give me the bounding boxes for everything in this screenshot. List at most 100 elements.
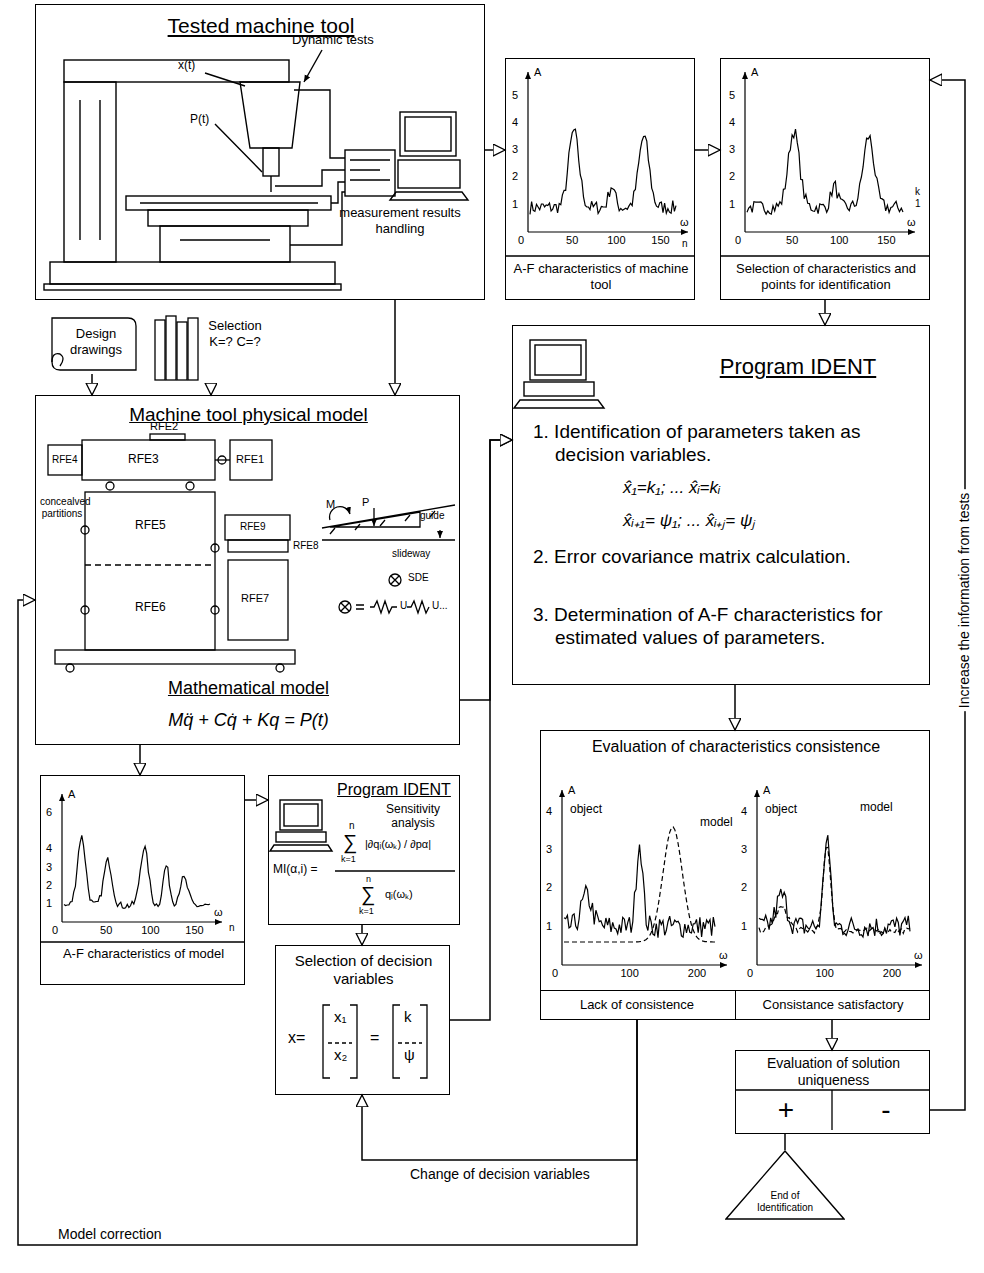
connector — [394, 300, 396, 395]
program-box-text: 1. Identification of parameters taken as… — [533, 421, 918, 467]
program-box-text: n — [349, 820, 355, 832]
axis-label: 4 — [729, 116, 735, 129]
axis-label: 3 — [741, 843, 747, 856]
connector — [91, 374, 93, 395]
axis-label: 1 — [546, 920, 552, 933]
physical-model — [81, 526, 89, 534]
physical-model — [391, 576, 399, 584]
connector — [361, 925, 363, 945]
milling-machine — [64, 60, 289, 82]
physical-model — [48, 445, 82, 475]
program-box-text: x̂ᵢ₊₁= ψ₁; ... x̂ᵢ₊ⱼ= ψⱼ — [623, 511, 913, 531]
axis-label: 2 — [512, 170, 518, 183]
edge-label: Model correction — [55, 1226, 165, 1243]
test-panel-text: Tested machine tool — [36, 13, 486, 38]
uniqueness-box-text: + — [774, 1093, 798, 1127]
axis-label: A — [568, 784, 575, 797]
computer-icon — [405, 117, 451, 151]
axis-label: 1 — [729, 198, 735, 211]
part-label: RFE9 — [240, 521, 266, 533]
axis-label: 3 — [512, 143, 518, 156]
chart-box: A-F characteristics of machine tool — [505, 58, 695, 300]
axis-label: object — [570, 802, 602, 816]
chart-curve — [564, 827, 715, 942]
decision-box-text: x₂ — [334, 1046, 347, 1064]
program-box-text: ∑ — [343, 830, 357, 854]
milling-machine — [44, 50, 345, 290]
program-box-text: qᵢ(ωₖ) — [385, 888, 413, 901]
axis-label: 5 — [729, 89, 735, 102]
connector — [831, 1020, 833, 1051]
end-triangle: End of Identification — [725, 1150, 845, 1220]
computer-icon — [350, 160, 390, 180]
axis-label: 2 — [546, 881, 552, 894]
decision-box-text: x₁ — [334, 1008, 347, 1026]
model-panel: Machine tool physical modelMathematical … — [35, 395, 460, 745]
axis-label: 3 — [546, 843, 552, 856]
part-label: RFE8 — [293, 540, 319, 552]
milling-machine — [148, 210, 308, 226]
axis-label: 4 — [546, 805, 552, 818]
physical-model — [48, 434, 455, 672]
part-label: SDE — [408, 572, 429, 584]
axis-label: ω — [914, 949, 923, 962]
physical-model — [225, 515, 290, 540]
axis-label: 100 — [620, 967, 638, 980]
decision-box: Selection of decision variablesx=x₁x₂=kψ — [275, 945, 450, 1095]
model-panel-text: Mathematical model — [36, 678, 461, 700]
axis-label: 200 — [883, 967, 901, 980]
uniqueness-box: Evaluation of solution uniqueness+- — [735, 1050, 930, 1134]
decision-box-text: x= — [288, 1028, 305, 1047]
chart-curve — [759, 835, 910, 937]
part-label: RFE4 — [52, 454, 78, 466]
axis-label: 100 — [607, 234, 625, 247]
computer-icon — [270, 845, 332, 851]
connector — [734, 685, 736, 730]
part-label: guide — [420, 510, 444, 522]
chart-curve — [759, 847, 910, 933]
computer-icon — [530, 340, 586, 380]
axis-label: 0 — [552, 967, 558, 980]
result-cell: Consistance satisfactory — [735, 990, 930, 1020]
physical-model — [228, 540, 288, 552]
connector — [362, 1020, 637, 1161]
model-panel-text: Machine tool physical model — [36, 404, 461, 427]
axis-label: 150 — [185, 924, 203, 937]
connector — [18, 600, 637, 1245]
axis-label: 6 — [46, 806, 52, 819]
computer-icon — [398, 160, 460, 188]
physical-model — [66, 664, 74, 672]
chart-box: A-F characteristics of model — [40, 775, 245, 985]
part-label: concealved partitions — [40, 496, 84, 520]
chart-box: Selection of characteristics and points … — [720, 58, 930, 300]
program-box-text: k=1 — [359, 906, 374, 917]
chart-axis — [745, 231, 915, 232]
decision-box-text: Selection of decision variables — [280, 952, 447, 988]
connector — [784, 1134, 786, 1150]
axis-label: 2 — [729, 170, 735, 183]
part-label: M — [326, 498, 335, 511]
computer-icon — [276, 832, 326, 842]
axis-label: 0 — [735, 234, 741, 247]
milling-machine — [140, 202, 318, 203]
axis-label: n — [682, 238, 688, 250]
computer-icon — [280, 800, 322, 830]
part-label: RFE7 — [241, 592, 269, 605]
panel-dividers — [335, 870, 455, 871]
physical-model — [85, 564, 215, 565]
program-box-text: |∂qᵢ(ωₖ) / ∂pα| — [365, 838, 431, 851]
physical-model — [373, 508, 374, 526]
chart-axis — [528, 231, 688, 232]
axis-label: 0 — [747, 967, 753, 980]
program-box: Program IDENTSensitivity analysisMI(α,i)… — [268, 775, 460, 925]
part-label: P — [362, 496, 369, 509]
axis-label: 1 — [512, 198, 518, 211]
axis-label: 150 — [651, 234, 669, 247]
chart-box-text: A-F characteristics of model — [45, 946, 242, 962]
computer-icon — [535, 345, 581, 375]
books-icon — [166, 316, 176, 380]
milling-machine — [275, 90, 345, 245]
decision-box-text: k — [404, 1008, 412, 1026]
axis-label: model — [860, 800, 893, 814]
axis-label: 1 — [915, 198, 921, 210]
